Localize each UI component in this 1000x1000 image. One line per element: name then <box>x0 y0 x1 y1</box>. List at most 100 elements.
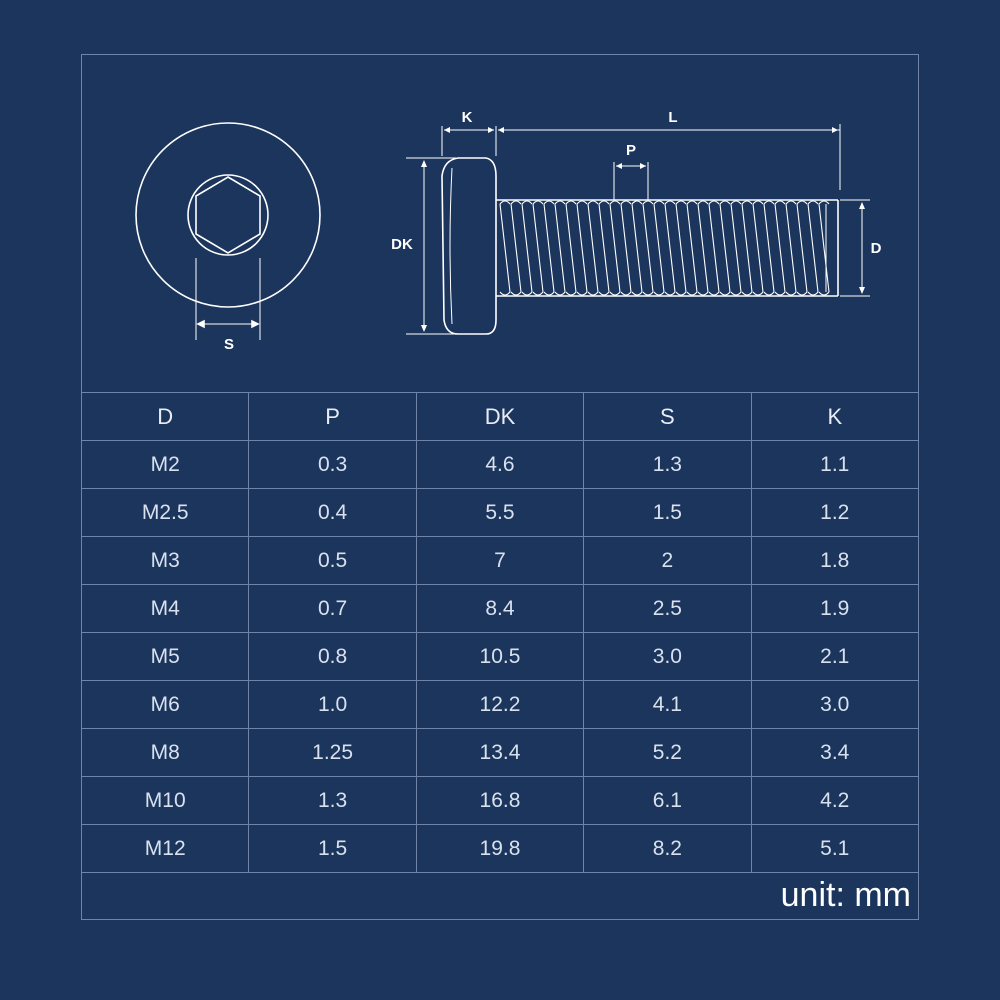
thread-crest <box>642 200 654 205</box>
table-cell: 3.4 <box>750 728 920 777</box>
screw-technical-drawing: S <box>135 109 882 353</box>
thread-line <box>620 203 632 293</box>
thread-crest <box>752 291 764 296</box>
table-cell: 3.0 <box>750 680 920 729</box>
table-cell: 4.6 <box>415 440 585 489</box>
thread-crest <box>620 291 632 296</box>
thread-crest <box>521 200 533 205</box>
thread-crest <box>631 291 643 296</box>
head-top-view <box>135 122 321 340</box>
table-cell: 4.2 <box>750 776 920 825</box>
thread-crest <box>796 200 808 205</box>
thread-line <box>565 203 577 293</box>
dimension-label-s: S <box>224 336 234 353</box>
thread-crest <box>686 200 698 205</box>
table-cell: M5 <box>80 632 250 681</box>
table-cell: M12 <box>80 824 250 873</box>
thread-crest <box>697 200 709 205</box>
thread-line <box>752 203 764 293</box>
thread-line <box>675 203 687 293</box>
thread-crest <box>807 291 819 296</box>
header-k: K <box>750 392 920 441</box>
table-cell: M10 <box>80 776 250 825</box>
table-cell: 1.5 <box>583 488 752 537</box>
table-cell: 1.5 <box>248 824 417 873</box>
thread-crest <box>587 200 599 205</box>
thread-crest <box>620 200 632 205</box>
header-s: S <box>583 392 752 441</box>
thread-crest <box>708 291 720 296</box>
thread-crest <box>499 291 511 296</box>
table-cell: 8.4 <box>415 584 585 633</box>
table-cell: 7 <box>415 536 585 585</box>
table-cell: 2.5 <box>583 584 752 633</box>
thread-crest <box>631 200 643 205</box>
thread-crest <box>565 291 577 296</box>
thread-crest <box>708 200 720 205</box>
thread-line <box>532 203 544 293</box>
thread-crest <box>609 200 621 205</box>
thread-crest <box>686 291 698 296</box>
dimension-label-l: L <box>668 109 677 126</box>
thread-line <box>499 203 511 293</box>
thread-crest <box>818 200 830 205</box>
thread-line <box>774 203 786 293</box>
hex-socket <box>195 176 261 254</box>
thread-crest <box>510 291 522 296</box>
table-cell: M2 <box>80 440 250 489</box>
dimension-label-p: P <box>626 142 636 159</box>
thread-crest <box>543 291 555 296</box>
thread-crest <box>598 200 610 205</box>
table-cell: 0.8 <box>248 632 417 681</box>
thread-crest <box>785 291 797 296</box>
thread-crest <box>664 291 676 296</box>
table-cell: M6 <box>80 680 250 729</box>
thread-line <box>510 203 522 293</box>
thread-crest <box>752 200 764 205</box>
header-dk: DK <box>415 392 585 441</box>
thread-crest <box>598 291 610 296</box>
thread-crest <box>653 291 665 296</box>
thread-line <box>653 203 665 293</box>
thread-crest <box>543 200 555 205</box>
table-cell: 10.5 <box>415 632 585 681</box>
thread-line <box>807 203 819 293</box>
thread-line <box>818 203 830 293</box>
table-cell: 0.3 <box>248 440 417 489</box>
screw-head <box>441 157 497 335</box>
thread-line <box>697 203 709 293</box>
thread-crest <box>785 200 797 205</box>
thread-line <box>543 203 555 293</box>
thread-crest <box>807 200 819 205</box>
thread-crest <box>774 200 786 205</box>
thread-crest <box>697 291 709 296</box>
thread-crest <box>532 291 544 296</box>
table-cell: M2.5 <box>80 488 250 537</box>
thread-crest <box>642 291 654 296</box>
thread-line <box>686 203 698 293</box>
table-cell: 3.0 <box>583 632 752 681</box>
thread-line <box>796 203 808 293</box>
thread-crest <box>576 291 588 296</box>
thread-crest <box>510 200 522 205</box>
thread-crest <box>774 291 786 296</box>
table-cell: 1.25 <box>248 728 417 777</box>
thread-line <box>576 203 588 293</box>
thread-crest <box>532 200 544 205</box>
thread-line <box>730 203 742 293</box>
thread-crest <box>587 291 599 296</box>
table-cell: 1.0 <box>248 680 417 729</box>
thread-crest <box>818 291 830 296</box>
thread-crest <box>576 200 588 205</box>
table-cell: 13.4 <box>415 728 585 777</box>
table-cell: 5.1 <box>750 824 920 873</box>
table-cell: 5.2 <box>583 728 752 777</box>
thread-crest <box>554 200 566 205</box>
thread-line <box>587 203 599 293</box>
